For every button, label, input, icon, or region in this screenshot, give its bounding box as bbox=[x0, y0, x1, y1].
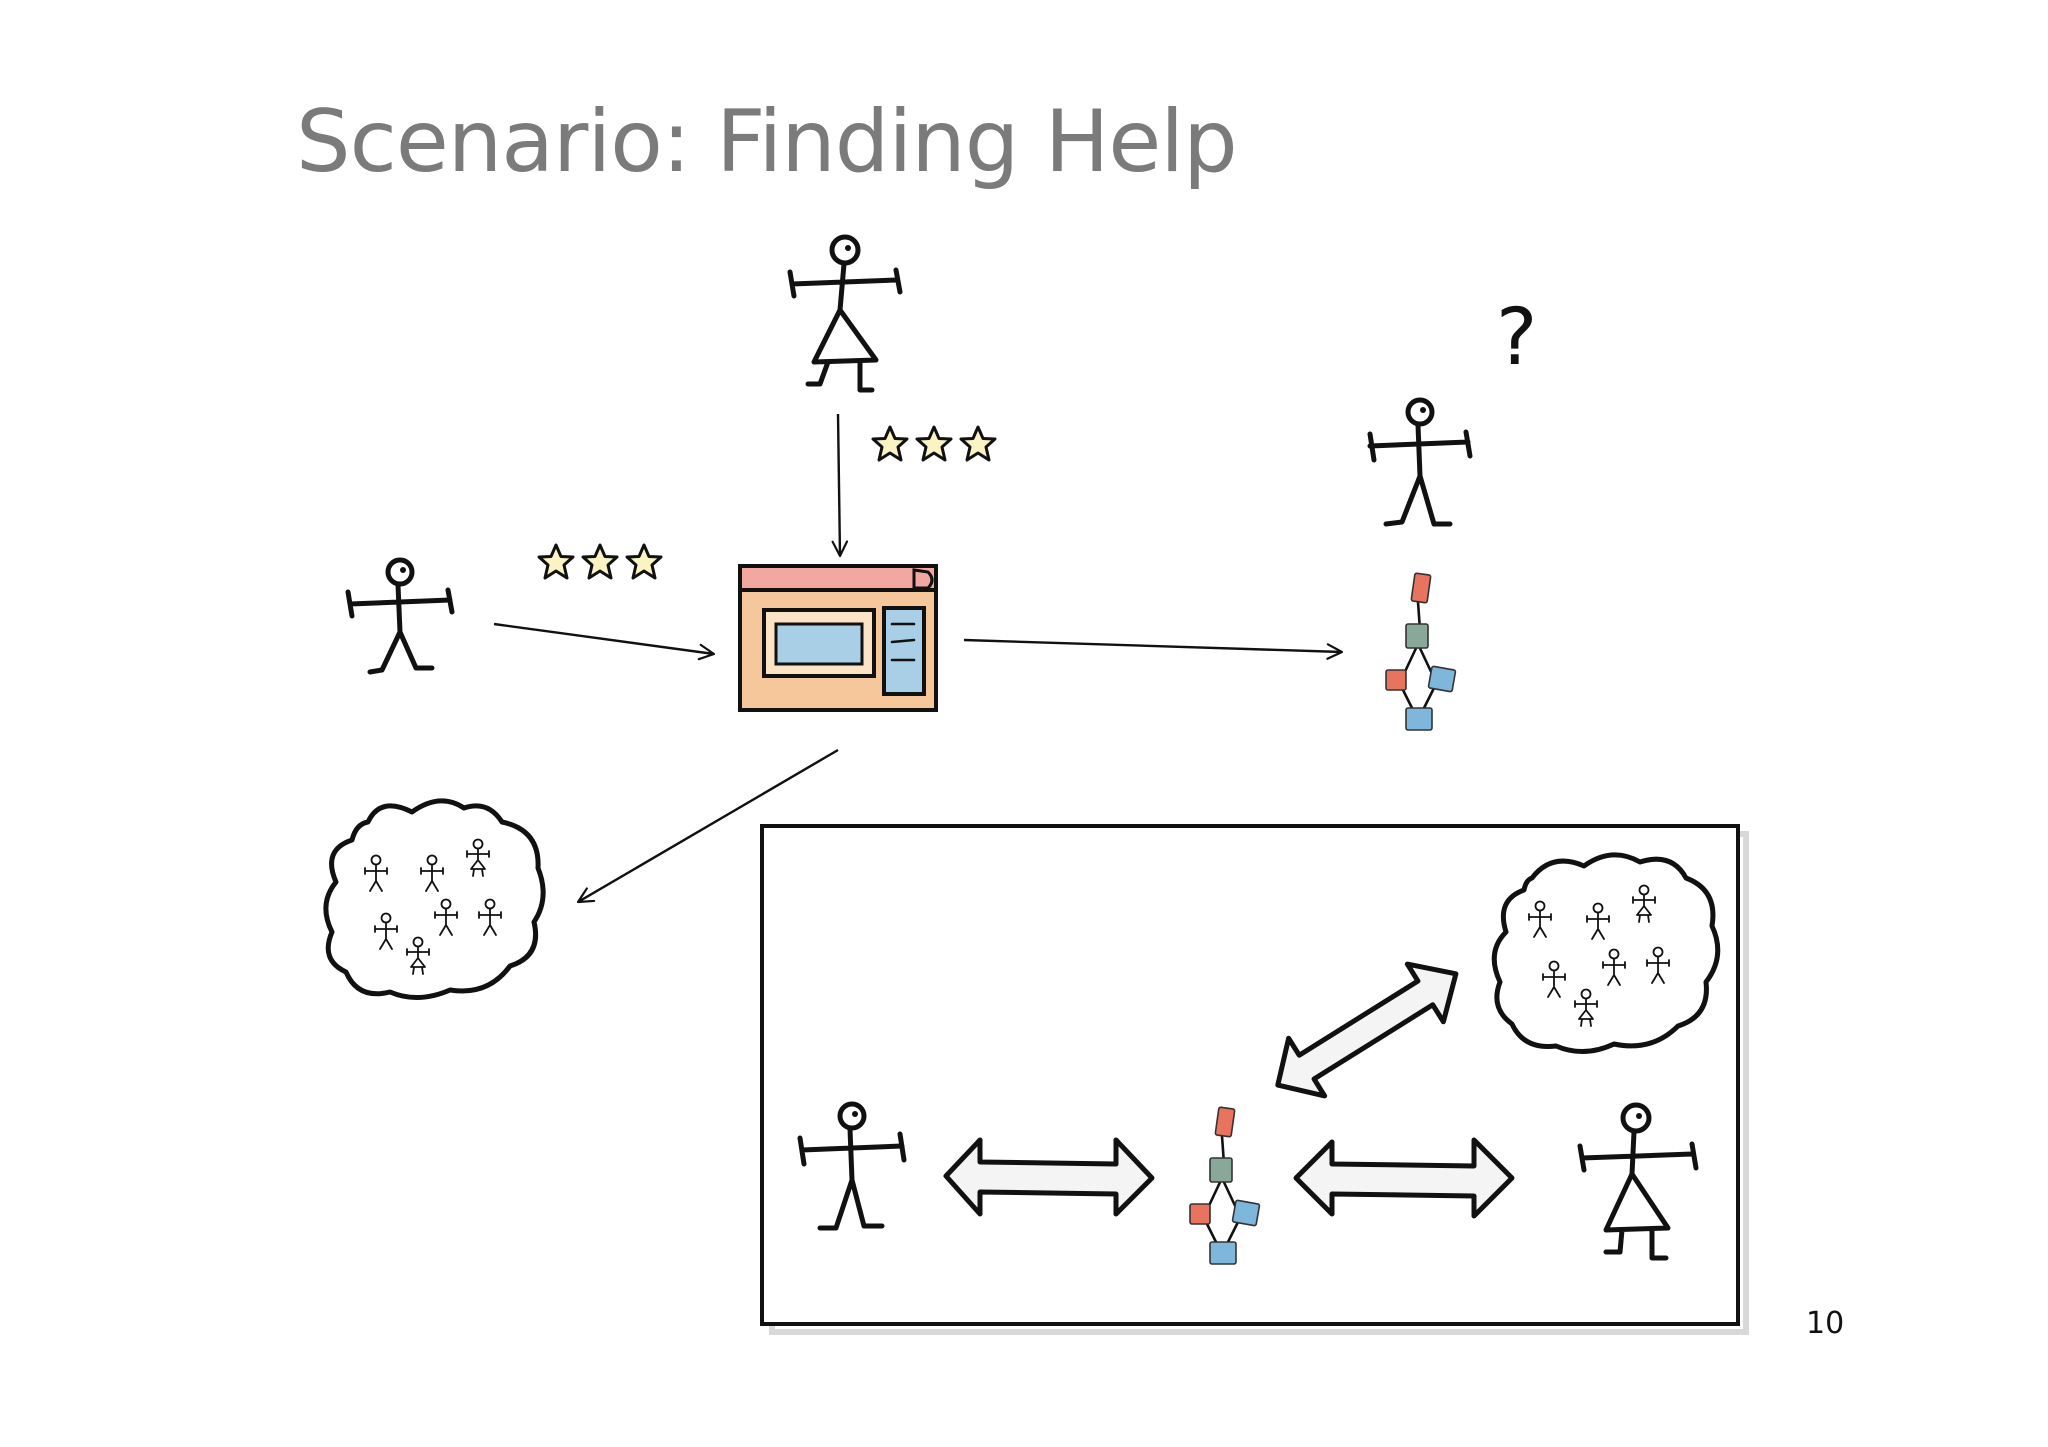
question-mark: ? bbox=[1496, 293, 1537, 383]
woman-reviewer-figure bbox=[787, 234, 903, 393]
double-arrow-left bbox=[943, 1137, 1155, 1217]
double-arrow-diagonal bbox=[1275, 961, 1459, 1099]
arrow-to-network bbox=[963, 638, 1344, 660]
rating-stars-top bbox=[871, 425, 997, 462]
star-icon bbox=[625, 543, 663, 580]
arrow-into-website bbox=[493, 622, 716, 661]
star-icon bbox=[581, 543, 619, 580]
slide-title: Scenario: Finding Help bbox=[296, 92, 1238, 192]
star-icon bbox=[959, 425, 997, 462]
flow-arrows bbox=[493, 413, 1344, 904]
inset-man-figure bbox=[797, 1101, 907, 1231]
inset-panel bbox=[760, 824, 1749, 1335]
arrow-down bbox=[831, 413, 849, 558]
star-icon bbox=[537, 543, 575, 580]
man-reviewer-figure bbox=[345, 557, 455, 675]
confused-user-figure bbox=[1367, 397, 1473, 527]
inset-woman-figure bbox=[1577, 1102, 1699, 1261]
arrow-to-crowd bbox=[576, 748, 839, 904]
rating-stars-left bbox=[537, 543, 663, 580]
social-network-graph bbox=[1384, 571, 1458, 732]
star-icon bbox=[915, 425, 953, 462]
star-icon bbox=[871, 425, 909, 462]
crowd-cloud-right bbox=[1491, 852, 1721, 1054]
page-number: 10 bbox=[1806, 1306, 1845, 1341]
double-arrow-right bbox=[1293, 1137, 1515, 1219]
crowd-cloud-left bbox=[323, 798, 546, 1000]
website-window-icon bbox=[738, 564, 938, 712]
